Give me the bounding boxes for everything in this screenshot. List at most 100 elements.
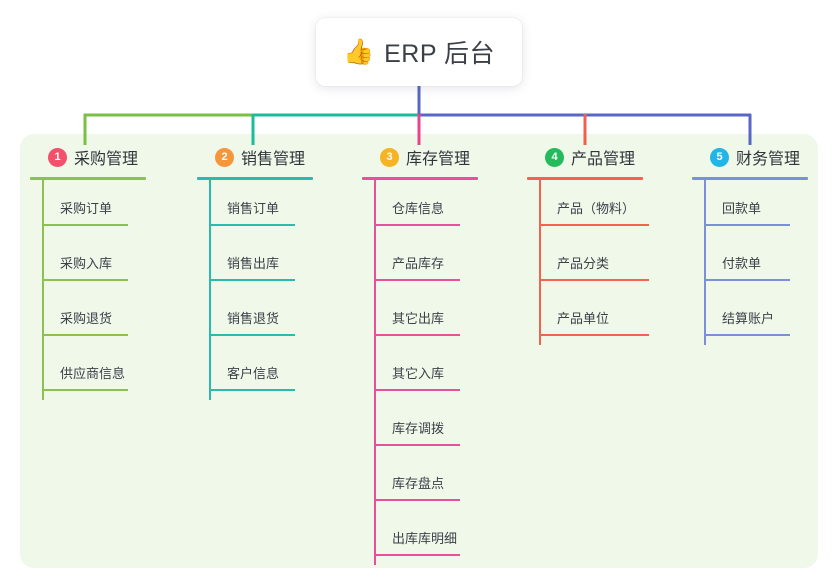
list-item-label: 销售退货 <box>227 311 280 326</box>
list-item[interactable]: 销售退货 <box>197 290 313 345</box>
column-items-1: 采购订单采购入库采购退货供应商信息 <box>30 180 146 400</box>
column-header-3[interactable]: 3 库存管理 <box>362 145 478 169</box>
list-item-label: 仓库信息 <box>392 201 445 216</box>
column-underline-4 <box>527 177 643 180</box>
list-item[interactable]: 回款单 <box>692 180 808 235</box>
list-item[interactable]: 采购订单 <box>30 180 146 235</box>
list-item-label: 供应商信息 <box>60 366 126 381</box>
root-title: ERP 后台 <box>384 40 496 68</box>
column-header-2[interactable]: 2 销售管理 <box>197 145 313 169</box>
list-item-underline <box>209 334 295 336</box>
list-item-underline <box>704 224 790 226</box>
column-items-4: 产品（物料） 产品分类产品单位 <box>527 180 649 345</box>
list-item-underline <box>704 334 790 336</box>
column-spine-3 <box>374 180 376 565</box>
column-underline-2 <box>197 177 313 180</box>
list-item[interactable]: 采购退货 <box>30 290 146 345</box>
list-item[interactable]: 客户信息 <box>197 345 313 400</box>
column-title-5: 财务管理 <box>736 151 801 168</box>
list-item-label: 其它入库 <box>392 366 445 381</box>
list-item[interactable]: 库存盘点 <box>362 455 478 510</box>
column-title-2: 销售管理 <box>241 151 306 168</box>
list-item-label: 采购订单 <box>60 201 113 216</box>
list-item-label: 采购退货 <box>60 311 113 326</box>
list-item-label: 采购入库 <box>60 256 113 271</box>
list-item-underline <box>209 279 295 281</box>
list-item[interactable]: 仓库信息 <box>362 180 478 235</box>
column-badge-2: 2 <box>215 147 234 167</box>
list-item[interactable]: 产品库存 <box>362 235 478 290</box>
list-item-label: 销售出库 <box>227 256 280 271</box>
list-item-underline <box>539 279 649 281</box>
list-item[interactable]: 出库库明细 <box>362 510 478 565</box>
list-item[interactable]: 其它出库 <box>362 290 478 345</box>
list-item-underline <box>539 224 649 226</box>
list-item-underline <box>374 279 460 281</box>
list-item-label: 出库库明细 <box>392 531 458 546</box>
column-spine-4 <box>539 180 541 345</box>
column-underline-5 <box>692 177 808 180</box>
column-header-5[interactable]: 5 财务管理 <box>692 145 808 169</box>
column-spine-1 <box>42 180 44 400</box>
column-items-3: 仓库信息产品库存其它出库其它入库库存调拨库存盘点出库库明细 <box>362 180 478 565</box>
list-item[interactable]: 库存调拨 <box>362 400 478 455</box>
list-item-underline <box>374 334 460 336</box>
list-item[interactable]: 产品（物料） <box>527 180 649 235</box>
list-item-label: 产品分类 <box>557 256 610 271</box>
thumbs-up-icon: 👍 <box>342 37 375 66</box>
list-item-underline <box>374 499 460 501</box>
list-item-label: 客户信息 <box>227 366 280 381</box>
list-item[interactable]: 付款单 <box>692 235 808 290</box>
list-item-underline <box>704 279 790 281</box>
column-underline-3 <box>362 177 478 180</box>
column-title-1: 采购管理 <box>74 151 139 168</box>
list-item[interactable]: 采购入库 <box>30 235 146 290</box>
list-item-label: 库存盘点 <box>392 476 445 491</box>
column-badge-1: 1 <box>48 147 67 167</box>
list-item-underline <box>42 334 128 336</box>
list-item-underline <box>374 444 460 446</box>
column-title-3: 库存管理 <box>406 151 471 168</box>
list-item-label: 回款单 <box>722 201 762 216</box>
column-header-1[interactable]: 1 采购管理 <box>30 145 146 169</box>
list-item-underline <box>374 224 460 226</box>
list-item[interactable]: 供应商信息 <box>30 345 146 400</box>
list-item[interactable]: 结算账户 <box>692 290 808 345</box>
list-item[interactable]: 销售出库 <box>197 235 313 290</box>
column-badge-5: 5 <box>710 147 729 167</box>
list-item-underline <box>42 224 128 226</box>
column-title-4: 产品管理 <box>571 151 636 168</box>
list-item[interactable]: 销售订单 <box>197 180 313 235</box>
column-header-4[interactable]: 4 产品管理 <box>527 145 643 169</box>
column-1: 1 采购管理采购订单采购入库采购退货供应商信息 <box>30 145 146 400</box>
list-item-label: 产品库存 <box>392 256 445 271</box>
column-badge-4: 4 <box>545 147 564 167</box>
column-2: 2 销售管理销售订单销售出库销售退货客户信息 <box>197 145 313 400</box>
column-items-5: 回款单付款单结算账户 <box>692 180 808 345</box>
root-node-card[interactable]: 👍 ERP 后台 <box>316 18 522 86</box>
list-item-label: 结算账户 <box>722 311 775 326</box>
list-item-underline <box>209 389 295 391</box>
list-item-underline <box>42 279 128 281</box>
list-item-label: 付款单 <box>722 256 762 271</box>
list-item-label: 销售订单 <box>227 201 280 216</box>
list-item-underline <box>374 554 460 556</box>
column-5: 5 财务管理回款单付款单结算账户 <box>692 145 808 345</box>
list-item-label: 产品单位 <box>557 311 610 326</box>
list-item[interactable]: 产品分类 <box>527 235 649 290</box>
list-item-underline <box>42 389 128 391</box>
list-item-underline <box>539 334 649 336</box>
column-spine-2 <box>209 180 211 400</box>
list-item[interactable]: 其它入库 <box>362 345 478 400</box>
list-item-underline <box>209 224 295 226</box>
column-underline-1 <box>30 177 146 180</box>
column-badge-3: 3 <box>380 147 399 167</box>
list-item[interactable]: 产品单位 <box>527 290 649 345</box>
column-spine-5 <box>704 180 706 345</box>
list-item-label: 库存调拨 <box>392 421 445 436</box>
list-item-label: 其它出库 <box>392 311 445 326</box>
column-items-2: 销售订单销售出库销售退货客户信息 <box>197 180 313 400</box>
column-3: 3 库存管理仓库信息产品库存其它出库其它入库库存调拨库存盘点出库库明细 <box>362 145 478 565</box>
list-item-label: 产品（物料） <box>557 201 636 216</box>
